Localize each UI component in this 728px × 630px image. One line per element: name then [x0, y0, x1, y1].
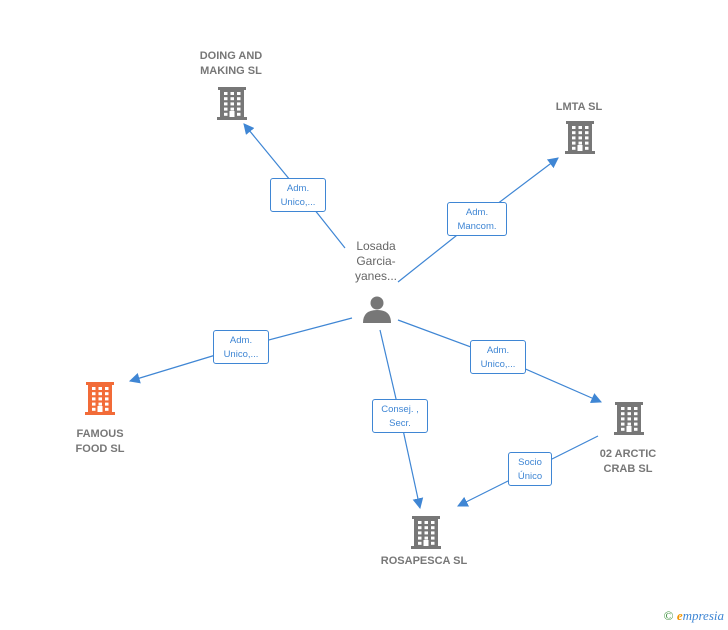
person-name-label[interactable]: Losada Garcia- yanes...	[354, 239, 398, 283]
company-label-lmta[interactable]: LMTA SL	[555, 100, 603, 113]
edge-label-person-to-02-arctic-crab[interactable]: Adm. Unico,...	[470, 340, 526, 374]
edge-label-person-to-famous-food[interactable]: Adm. Unico,...	[213, 330, 269, 364]
edge-label-02-arctic-crab-to-rosapesca[interactable]: Socio Único	[508, 452, 552, 486]
building-icon-rosapesca[interactable]	[411, 516, 441, 549]
company-label-doing-and-making[interactable]: DOING AND MAKING SL	[199, 50, 263, 77]
building-icon-famous-food[interactable]	[85, 382, 115, 415]
company-label-02-arctic-crab[interactable]: 02 ARCTIC CRAB SL	[599, 448, 657, 475]
building-icon-doing-and-making[interactable]	[217, 87, 247, 120]
edge-person-to-doing-and-making	[243, 123, 346, 249]
building-icon-02-arctic-crab[interactable]	[614, 402, 644, 435]
empresia-logo: © empresia	[664, 608, 724, 624]
building-icon-lmta[interactable]	[565, 121, 595, 154]
brand-rest: mpresia	[682, 608, 724, 623]
person-icon[interactable]	[363, 296, 391, 324]
edge-label-person-to-doing-and-making[interactable]: Adm. Unico,...	[270, 178, 326, 212]
company-label-rosapesca[interactable]: ROSAPESCA SL	[380, 555, 468, 567]
edge-label-person-to-lmta[interactable]: Adm. Mancom.	[447, 202, 507, 236]
company-label-famous-food[interactable]: FAMOUS FOOD SL	[75, 428, 125, 455]
edge-label-person-to-rosapesca[interactable]: Consej. , Secr.	[372, 399, 428, 433]
brand-e: e	[676, 608, 683, 623]
copyright-symbol: ©	[663, 608, 674, 623]
